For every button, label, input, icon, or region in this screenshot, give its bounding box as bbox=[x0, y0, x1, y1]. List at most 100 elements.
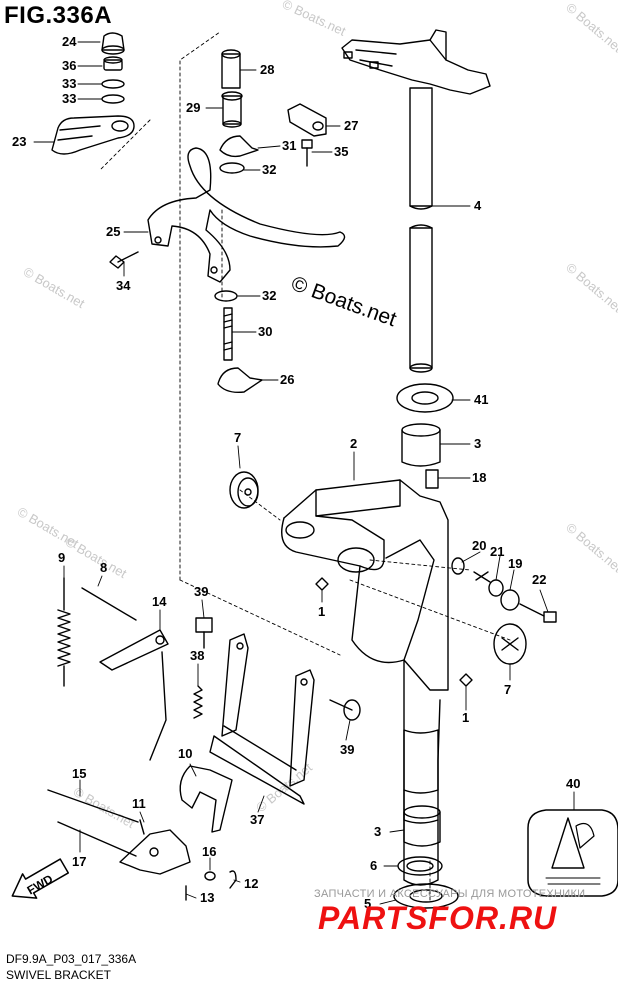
part-1-grease-nipple bbox=[459, 673, 473, 687]
callout-28: 28 bbox=[260, 62, 274, 77]
part-1-grease-nipple bbox=[315, 577, 329, 591]
callout-12: 12 bbox=[244, 876, 258, 891]
callout-5: 5 bbox=[364, 896, 371, 911]
callout-15: 15 bbox=[72, 766, 86, 781]
part-7-plug bbox=[493, 623, 527, 665]
part-15-pin bbox=[47, 789, 139, 823]
callout-13: 13 bbox=[200, 890, 214, 905]
callout-22: 22 bbox=[532, 572, 546, 587]
callout-41: 41 bbox=[474, 392, 488, 407]
part-35-bolt bbox=[301, 139, 313, 167]
callout-21: 21 bbox=[490, 544, 504, 559]
callout-26: 26 bbox=[280, 372, 294, 387]
part-21-washer bbox=[488, 579, 504, 597]
callout-7: 7 bbox=[504, 682, 511, 697]
figure-code: DF9.9A_P03_017_336A bbox=[6, 952, 137, 966]
callout-9: 9 bbox=[58, 550, 65, 565]
callout-32: 32 bbox=[262, 162, 276, 177]
figure-name: SWIVEL BRACKET bbox=[6, 968, 111, 982]
part-20-spring bbox=[473, 571, 491, 583]
part-17-pin bbox=[57, 821, 137, 857]
part-14-link bbox=[99, 629, 169, 761]
leader-lines bbox=[33, 41, 575, 905]
part-39-bolt bbox=[329, 699, 361, 721]
callout-20: 20 bbox=[472, 538, 486, 553]
part-33-washer bbox=[101, 79, 125, 89]
callout-7: 7 bbox=[234, 430, 241, 445]
part-30-stud bbox=[223, 307, 233, 361]
callout-1: 1 bbox=[318, 604, 325, 619]
part-3-bushing-top bbox=[401, 423, 441, 467]
part-5-washer bbox=[393, 883, 459, 909]
ru-watermark-logo: PARTSFOR.RU bbox=[318, 900, 558, 936]
part-31-plate bbox=[219, 135, 259, 158]
callout-30: 30 bbox=[258, 324, 272, 339]
callout-33: 33 bbox=[62, 76, 76, 91]
callout-37: 37 bbox=[250, 812, 264, 827]
part-38-spring bbox=[193, 685, 203, 719]
callout-39: 39 bbox=[194, 584, 208, 599]
part-37-reverse-lock bbox=[209, 633, 315, 805]
callout-labels: 24 36 33 33 23 28 29 31 32 27 35 25 34 3… bbox=[12, 34, 580, 911]
part-27-clamp bbox=[287, 103, 327, 137]
part-12-clip bbox=[229, 870, 237, 889]
callout-1: 1 bbox=[462, 710, 469, 725]
callout-34: 34 bbox=[116, 278, 131, 293]
callout-2: 2 bbox=[350, 436, 357, 451]
callout-32: 32 bbox=[262, 288, 276, 303]
callout-17: 17 bbox=[72, 854, 86, 869]
callout-39: 39 bbox=[340, 742, 354, 757]
part-19-knob bbox=[500, 589, 520, 611]
ru-watermark-text: ЗАПЧАСТИ И АКСЕССУАРЫ ДЛЯ МОТОТЕХНИКИ bbox=[314, 888, 586, 900]
callout-38: 38 bbox=[190, 648, 204, 663]
figure-title: FIG.336A bbox=[4, 2, 113, 29]
part-24-cap bbox=[101, 32, 125, 55]
callout-3: 3 bbox=[374, 824, 381, 839]
part-10-hook bbox=[179, 765, 233, 833]
part-22-bolt bbox=[519, 603, 557, 623]
callout-35: 35 bbox=[334, 144, 348, 159]
callout-10: 10 bbox=[178, 746, 192, 761]
callout-18: 18 bbox=[472, 470, 486, 485]
part-25-arm bbox=[147, 147, 346, 283]
part-39-bolt bbox=[195, 617, 213, 649]
callout-19: 19 bbox=[508, 556, 522, 571]
part-23-lever bbox=[51, 115, 135, 155]
fwd-label: FWD bbox=[25, 872, 56, 898]
callout-4: 4 bbox=[474, 198, 482, 213]
callout-16: 16 bbox=[202, 844, 216, 859]
part-29-bushing bbox=[221, 91, 243, 128]
part-16-washer bbox=[204, 871, 216, 881]
part-28-sleeve bbox=[221, 49, 241, 89]
part-2-swivel-bracket bbox=[281, 479, 449, 886]
callout-6: 6 bbox=[370, 858, 377, 873]
callout-8: 8 bbox=[100, 560, 107, 575]
part-33-washer bbox=[101, 94, 125, 104]
callout-36: 36 bbox=[62, 58, 76, 73]
part-8-rod bbox=[81, 587, 137, 621]
callout-11: 11 bbox=[132, 796, 146, 811]
callout-33: 33 bbox=[62, 91, 76, 106]
callout-24: 24 bbox=[62, 34, 77, 49]
callout-27: 27 bbox=[344, 118, 358, 133]
part-20-collar bbox=[451, 557, 465, 575]
callout-25: 25 bbox=[106, 224, 120, 239]
part-11-bracket bbox=[119, 819, 191, 875]
part-3-bushing-bottom bbox=[403, 805, 441, 847]
callout-40: 40 bbox=[566, 776, 580, 791]
part-4-steering-shaft bbox=[341, 29, 491, 373]
callout-31: 31 bbox=[282, 138, 296, 153]
part-40-label-plate bbox=[527, 809, 618, 897]
callout-3: 3 bbox=[474, 436, 481, 451]
part-9-spring bbox=[57, 577, 71, 687]
callout-29: 29 bbox=[186, 100, 200, 115]
fwd-arrow-icon bbox=[11, 858, 69, 899]
part-32-washer bbox=[219, 162, 245, 174]
part-36-nut bbox=[103, 56, 123, 71]
callout-14: 14 bbox=[152, 594, 167, 609]
part-41-washer bbox=[396, 383, 454, 413]
callout-23: 23 bbox=[12, 134, 26, 149]
part-7-plug bbox=[229, 471, 259, 509]
